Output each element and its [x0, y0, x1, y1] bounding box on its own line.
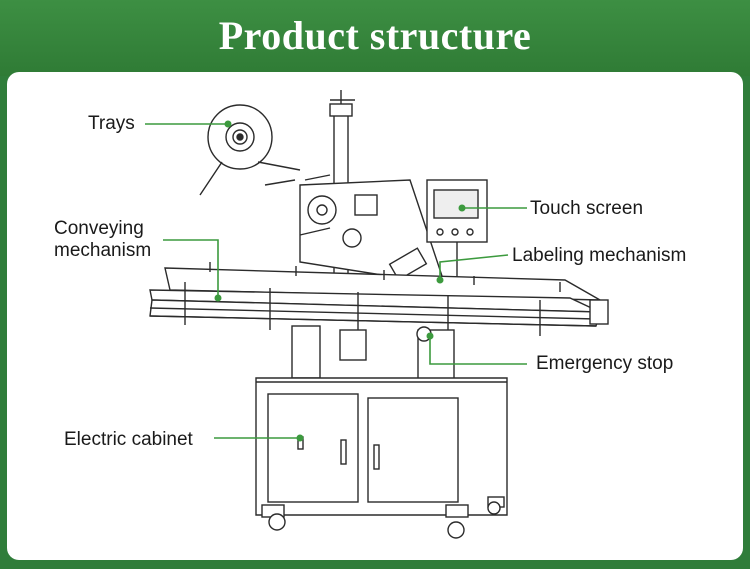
- label-emergency-stop: Emergency stop: [536, 353, 674, 374]
- conveyor-rails: [149, 267, 609, 327]
- conveyor-posts: [184, 262, 561, 336]
- label-electric-cabinet: Electric cabinet: [64, 429, 193, 450]
- leader-dots: [214, 120, 466, 442]
- label-conveying-line2: mechanism: [54, 240, 152, 261]
- page-title: Product structure: [218, 13, 532, 58]
- leader-lines: [145, 123, 527, 439]
- label-labeling-mechanism: Labeling mechanism: [512, 245, 687, 266]
- labeling-head: [264, 174, 447, 286]
- header-banner: [0, 0, 750, 76]
- label-trays: Trays: [88, 113, 135, 134]
- label-touch-screen: Touch screen: [530, 198, 644, 219]
- touch-screen-unit: [426, 179, 488, 282]
- label-conveying-line1: Conveying: [54, 218, 144, 239]
- electric-cabinet: [255, 377, 508, 539]
- tray-reel: [199, 104, 301, 196]
